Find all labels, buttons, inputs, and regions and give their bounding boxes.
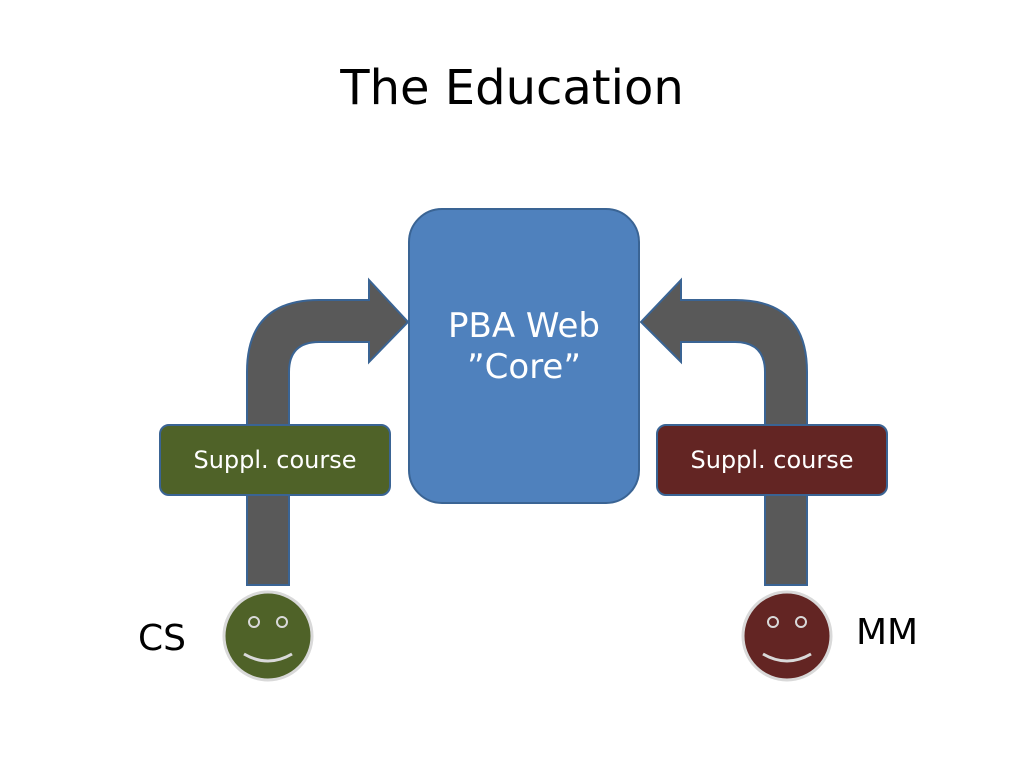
core-label: PBA Web ”Core” — [408, 306, 640, 388]
core-box — [408, 208, 640, 504]
left-bent-arrow — [246, 277, 410, 586]
cs-smiley-icon — [222, 590, 314, 682]
cs-supplementary-course: Suppl. course — [159, 424, 391, 496]
cs-label: CS — [138, 618, 186, 659]
right-bent-arrow — [639, 277, 808, 586]
mm-smiley-icon — [741, 590, 833, 682]
core-label-line2: ”Core” — [467, 346, 581, 387]
slide-title: The Education — [340, 60, 684, 116]
mm-supplementary-course: Suppl. course — [656, 424, 888, 496]
core-label-line1: PBA Web — [447, 306, 601, 346]
mm-label: MM — [856, 612, 919, 653]
